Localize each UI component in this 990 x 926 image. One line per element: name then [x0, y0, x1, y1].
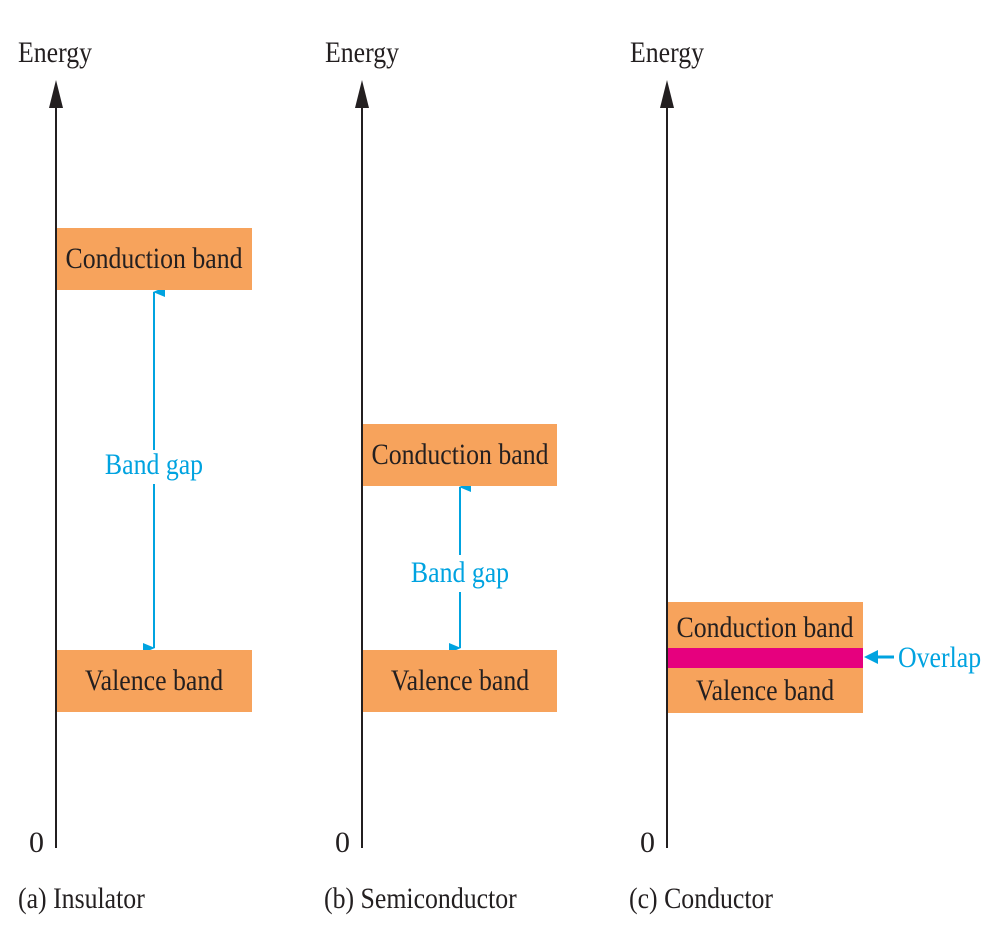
- axis-label-c: Energy: [630, 36, 705, 69]
- axis-label-b: Energy: [325, 36, 400, 69]
- origin-label-b: 0: [335, 826, 350, 859]
- axis-arrowhead-b: [355, 80, 369, 108]
- caption-conductor: (c) Conductor: [629, 882, 774, 915]
- energy-axis-a: [49, 80, 63, 848]
- caption-semiconductor: (b) Semiconductor: [324, 882, 517, 915]
- axis-label-a: Energy: [18, 36, 93, 69]
- valence-band-label-b: Valence band: [390, 664, 530, 697]
- axis-arrowhead-a: [49, 80, 63, 108]
- conduction-band-a: Conduction band: [57, 228, 252, 290]
- origin-label-a: 0: [29, 826, 44, 859]
- conduction-band-label-c: Conduction band: [676, 611, 854, 644]
- valence-band-b: Valence band: [363, 650, 557, 712]
- overlap-label: Overlap: [898, 641, 982, 674]
- band-gap-label-b: Band gap: [410, 556, 510, 589]
- origin-label-c: 0: [640, 826, 655, 859]
- valence-band-label-c: Valence band: [695, 674, 835, 707]
- band-gap-label-a: Band gap: [104, 448, 204, 481]
- energy-axis-c: [660, 80, 674, 848]
- overlap-arrow: [864, 650, 894, 664]
- valence-band-label-a: Valence band: [84, 664, 224, 697]
- conduction-band-label-b: Conduction band: [371, 438, 549, 471]
- energy-axis-b: [355, 80, 369, 848]
- overlapping-bands-c: Conduction band Valence band: [668, 602, 863, 713]
- caption-insulator: (a) Insulator: [18, 882, 145, 915]
- conduction-band-b: Conduction band: [363, 424, 557, 486]
- conduction-band-label-a: Conduction band: [65, 242, 243, 275]
- axis-arrowhead-c: [660, 80, 674, 108]
- overlap-region: [668, 648, 863, 668]
- valence-band-a: Valence band: [57, 650, 252, 712]
